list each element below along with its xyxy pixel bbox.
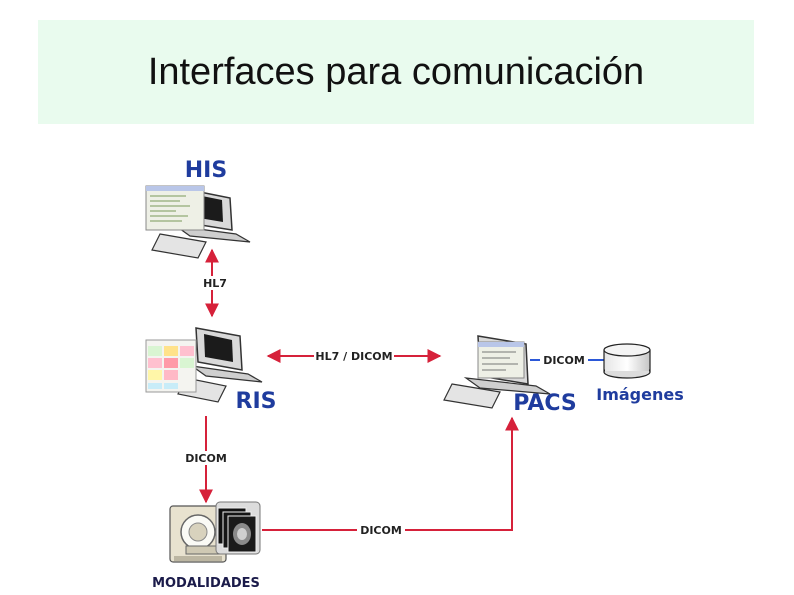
ris-modalidades-label: DICOM bbox=[185, 452, 227, 465]
dicom-storage-label-bg bbox=[540, 353, 588, 367]
dicom-ris-label-bg bbox=[182, 451, 230, 465]
pacs-storage-label: DICOM bbox=[543, 354, 585, 367]
dicom-modalidades-label-bg bbox=[357, 523, 405, 537]
his-ris-label: HL7 bbox=[203, 277, 227, 290]
imagenes-label: Imágenes bbox=[596, 385, 684, 404]
pacs-computer-icon bbox=[443, 335, 551, 409]
modalidades-pacs-label: DICOM bbox=[360, 524, 402, 537]
pacs-label: PACS bbox=[513, 391, 577, 416]
his-label: HIS bbox=[185, 158, 227, 183]
hl7-dicom-label-bg bbox=[314, 349, 394, 363]
page-title: Interfaces para comunicación bbox=[147, 50, 645, 93]
his-computer-icon bbox=[145, 185, 251, 259]
scanner-icon bbox=[169, 505, 227, 563]
title-banner: Interfaces para comunicación bbox=[38, 20, 754, 124]
image-stack-icon bbox=[215, 501, 261, 555]
ris-computer-icon bbox=[145, 327, 263, 403]
hl7-label-bg bbox=[200, 276, 230, 290]
database-icon bbox=[603, 343, 651, 379]
modalidades-label: MODALIDADES bbox=[152, 576, 260, 591]
ris-pacs-label: HL7 / DICOM bbox=[315, 350, 392, 363]
modalidades-pacs-connector bbox=[262, 416, 519, 531]
ris-label: RIS bbox=[236, 389, 277, 414]
